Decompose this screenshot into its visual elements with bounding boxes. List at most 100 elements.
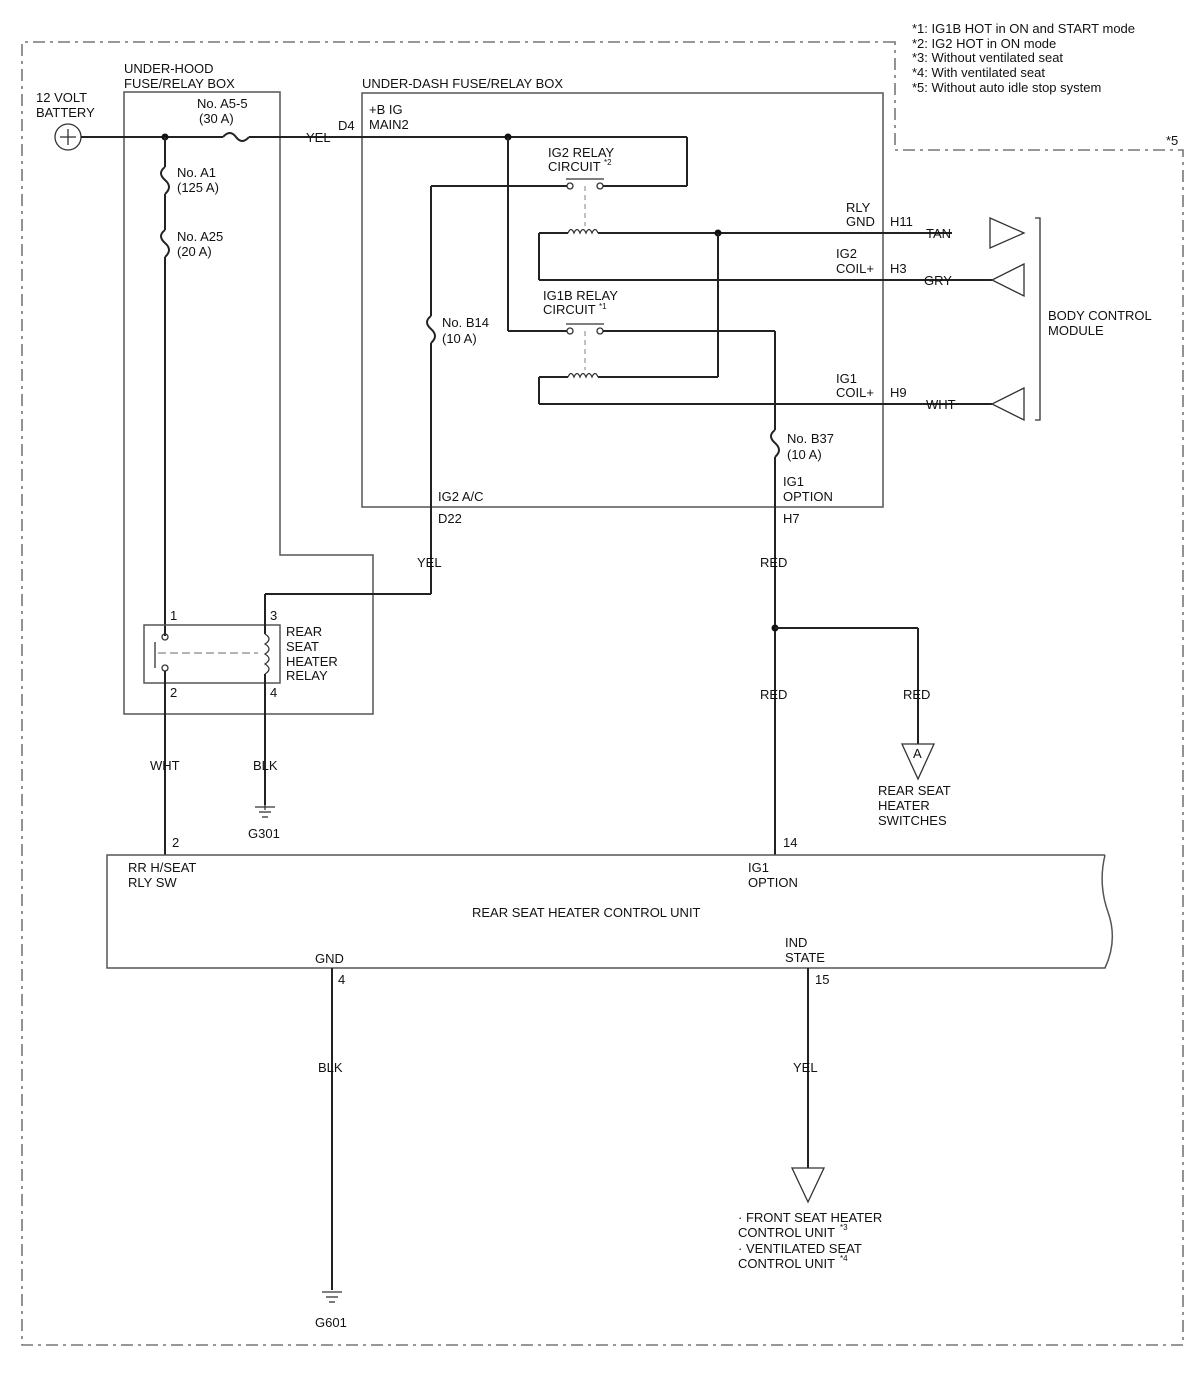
underdash-box — [361, 92, 884, 508]
control-unit-ig1-name-1: IG1 — [748, 860, 769, 875]
fuse-b14 — [426, 315, 436, 344]
note-5: *5: Without auto idle stop system — [912, 80, 1101, 95]
bcm-label-1: BODY CONTROL — [1048, 308, 1152, 323]
underdash-out-ig2-name: IG2 A/C — [438, 489, 484, 504]
fuse-a25-rating: (20 A) — [177, 244, 212, 259]
wire-yel-mid: YEL — [417, 555, 442, 570]
front-dest-ref-3: *3 — [840, 1223, 848, 1232]
note-3: *3: Without ventilated seat — [912, 50, 1063, 65]
rear-seat-heater-relay-box — [143, 624, 281, 684]
wire-yel-top: YEL — [306, 130, 331, 145]
relay-pin-2: 2 — [170, 685, 177, 700]
ig1b-relay-label-2: CIRCUIT — [543, 302, 596, 317]
ground-g601-label: G601 — [315, 1315, 347, 1330]
battery-label-2: BATTERY — [36, 105, 95, 120]
bcm-ig1-coil-arrow — [990, 386, 1025, 422]
relay-pin-4: 4 — [270, 685, 277, 700]
bcm-rly-gnd-arrow — [989, 217, 1026, 249]
front-dest-line-4: CONTROL UNIT — [738, 1256, 835, 1271]
bcm-rly-gnd-name-2: GND — [846, 214, 875, 229]
control-unit-box — [106, 854, 1114, 969]
ground-g301-symbol — [255, 805, 275, 818]
front-dest-ref-4: *4 — [840, 1254, 848, 1263]
wire-red-1: RED — [760, 555, 787, 570]
ig2-relay-label-2: CIRCUIT — [548, 159, 601, 174]
fuse-a1-rating: (125 A) — [177, 180, 219, 195]
rear-seat-switches-label-3: SWITCHES — [878, 813, 947, 828]
control-unit-gnd-name: GND — [315, 951, 344, 966]
ig2-relay-label-1: IG2 RELAY — [548, 145, 615, 160]
control-unit-rr-name-2: RLY SW — [128, 875, 177, 890]
system-boundary — [21, 41, 1184, 1346]
control-unit-rr-name-1: RR H/SEAT — [128, 860, 196, 875]
underdash-pin-d4: D4 — [338, 118, 355, 133]
relay-label-1: REAR — [286, 624, 322, 639]
front-dest-line-1: · FRONT SEAT HEATER — [738, 1210, 882, 1225]
ground-g601-symbol — [322, 1291, 342, 1303]
rear-seat-switches-label-1: REAR SEAT — [878, 783, 951, 798]
underhood-title-1: UNDER-HOOD — [124, 61, 214, 76]
control-unit-pin-2: 2 — [172, 835, 179, 850]
underdash-pin-h7: H7 — [783, 511, 800, 526]
bcm-bracket — [1035, 217, 1041, 421]
wire-tan: TAN — [926, 226, 951, 241]
wire-red-2: RED — [760, 687, 787, 702]
fuse-b37-rating: (10 A) — [787, 447, 822, 462]
control-unit-pin-14: 14 — [783, 835, 797, 850]
underdash-pin-d22: D22 — [438, 511, 462, 526]
notes: *1: IG1B HOT in ON and START mode *2: IG… — [912, 21, 1135, 95]
relay-label-4: RELAY — [286, 668, 328, 683]
fuse-a5-5-name: No. A5-5 — [197, 96, 248, 111]
underhood-title-2: FUSE/RELAY BOX — [124, 76, 235, 91]
wire-yel-bottom: YEL — [793, 1060, 818, 1075]
control-unit-pin-15: 15 — [815, 972, 829, 987]
underhood-box — [123, 91, 374, 715]
wire-red-3: RED — [903, 687, 930, 702]
ig1b-relay-circuit — [566, 323, 604, 379]
fuse-b14-name: No. B14 — [442, 315, 489, 330]
underdash-input-name-1: +B IG — [369, 102, 403, 117]
bcm-pin-h11: H11 — [890, 214, 913, 229]
bcm-ig2-coil-arrow — [990, 262, 1025, 298]
wire-blk-relay: BLK — [253, 758, 278, 773]
control-unit-ind-name-2: STATE — [785, 950, 825, 965]
ig2-relay-circuit — [566, 178, 604, 235]
control-unit-ig1-name-2: OPTION — [748, 875, 798, 890]
bcm-ig2-coil-name-1: IG2 — [836, 246, 857, 261]
fuse-a1-name: No. A1 — [177, 165, 216, 180]
ig2-relay-ref: *2 — [604, 158, 612, 167]
front-dest-line-3: · VENTILATED SEAT — [738, 1241, 862, 1256]
front-dest-line-2: CONTROL UNIT — [738, 1225, 835, 1240]
note-1: *1: IG1B HOT in ON and START mode — [912, 21, 1135, 36]
bcm-ig1-coil-name-1: IG1 — [836, 371, 857, 386]
fuse-a25-name: No. A25 — [177, 229, 223, 244]
fuse-b37-name: No. B37 — [787, 431, 834, 446]
relay-pin-3: 3 — [270, 608, 277, 623]
fuse-a1 — [160, 166, 170, 195]
bcm-pin-h9: H9 — [890, 385, 907, 400]
connector-a-symbol — [900, 743, 936, 781]
wire-wht-bcm: WHT — [926, 397, 956, 412]
wire-wht: WHT — [150, 758, 180, 773]
fuse-b37 — [770, 429, 780, 458]
relay-switch-symbol — [154, 633, 258, 672]
battery-label-1: 12 VOLT — [36, 90, 87, 105]
relay-label-2: SEAT — [286, 639, 319, 654]
relay-label-3: HEATER — [286, 654, 338, 669]
underdash-input-name-2: MAIN2 — [369, 117, 409, 132]
bcm-ig1-coil-name-2: COIL+ — [836, 385, 874, 400]
boundary-note-ref: *5 — [1166, 133, 1178, 148]
battery-symbol — [54, 123, 82, 151]
control-unit-ind-name-1: IND — [785, 935, 807, 950]
control-unit-title: REAR SEAT HEATER CONTROL UNIT — [472, 905, 701, 920]
fuse-a25 — [160, 229, 170, 258]
bcm-label-2: MODULE — [1048, 323, 1104, 338]
note-2: *2: IG2 HOT in ON mode — [912, 36, 1056, 51]
fuse-b14-rating: (10 A) — [442, 331, 477, 346]
front-seat-connector-symbol — [790, 1167, 826, 1204]
ig1b-relay-ref: *1 — [599, 302, 607, 311]
bcm-ig2-coil-name-2: COIL+ — [836, 261, 874, 276]
wire-blk-gnd: BLK — [318, 1060, 343, 1075]
connector-a-label: A — [913, 746, 922, 761]
